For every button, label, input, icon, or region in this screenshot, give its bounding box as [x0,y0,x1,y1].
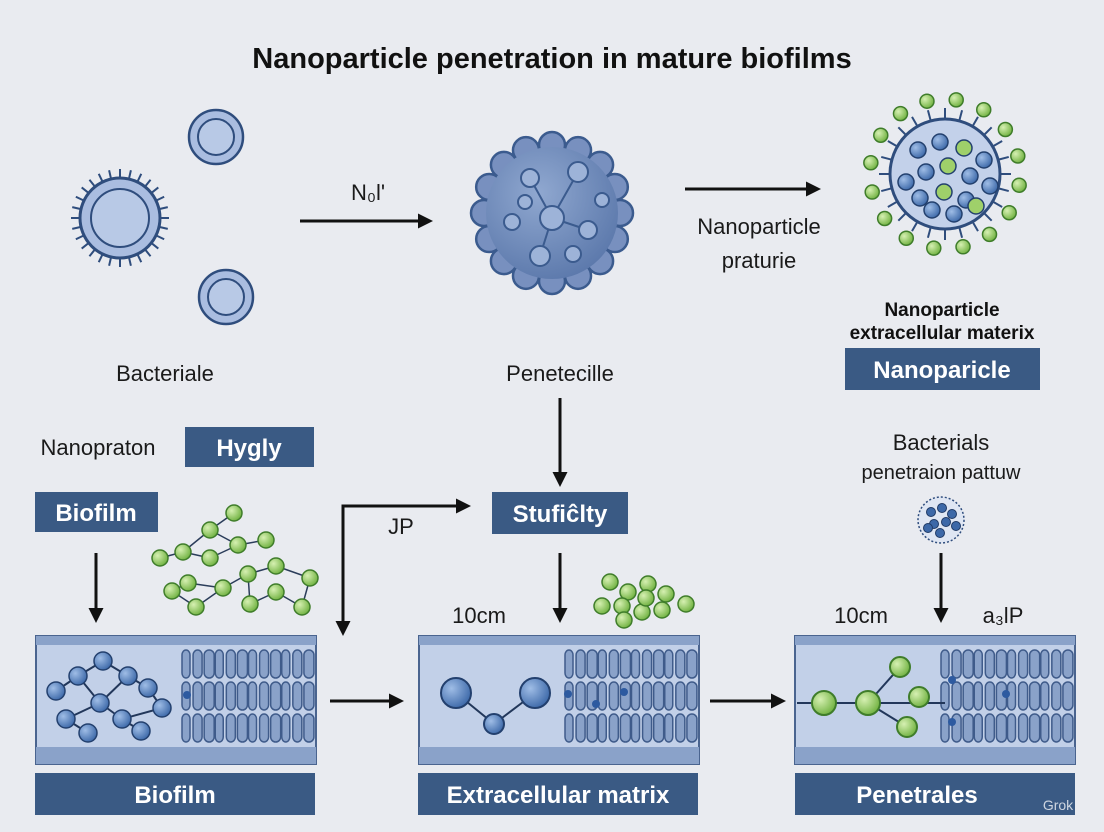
panel3-scale-label: 10cm [834,603,888,628]
center-top-label: Penetecille [506,361,614,386]
biofilm-box [35,492,158,532]
center-mid-box [492,492,628,534]
right-caption-line1: Nanoparticle [884,300,999,321]
panel1-label-box [35,773,315,815]
biofilm-panel-1 [35,635,317,765]
panel1-label-box-text: Biofilm [134,782,215,809]
panel2-label-box [418,773,698,815]
arrow-top-2-label-line1: Nanoparticle [697,214,821,239]
arrow-top-2-label-line2: praturie [722,248,797,273]
small-nanoparticle-cell-icon [917,496,965,544]
diagram-title: Nanoparticle penetration in mature biofi… [252,43,851,75]
biofilm-panel-2 [418,635,700,765]
arrow-top-1-label: N₀l' [351,180,385,205]
biofilm-box-text: Biofilm [55,500,136,527]
right-label-box [845,348,1040,390]
bacteria-cluster-icon [71,108,255,326]
nanoparticle-aggregate-icon [469,130,635,296]
hygly-box-text: Hygly [216,435,282,462]
bacteria-label: Bacteriale [116,361,214,386]
watermark: Grok [1043,797,1074,813]
panel2-label-box-text: Extracellular matrix [447,782,670,809]
nanopraton-label: Nanopraton [41,435,156,460]
right-label-box-text: Nanoparicle [873,357,1010,384]
green-nanoparticle-cluster-icon [593,573,695,629]
green-nanoparticle-network-icon [151,504,319,616]
jp-label: JP [388,514,414,539]
center-mid-box-text: Stufiĉlty [513,501,608,528]
biofilm-panel-3 [794,635,1076,765]
large-bacterium-icon [71,169,169,267]
panel3-label-box [795,773,1075,815]
panel3-label-box-text: Penetrales [856,782,977,809]
panel3-extra-label: a₃lP [983,603,1024,628]
small-bacterium-icon [197,268,255,326]
right-caption-line2: extracellular materix [850,323,1035,344]
hygly-box [185,427,314,467]
small-bacterium-icon [187,108,245,166]
panel2-scale-label: 10cm [452,603,506,628]
nanoparticle-loaded-cell-icon [863,92,1027,256]
bacterials-label-line1: Bacterials [893,430,990,455]
bacterials-label-line2: penetraion pattuw [861,462,1021,484]
